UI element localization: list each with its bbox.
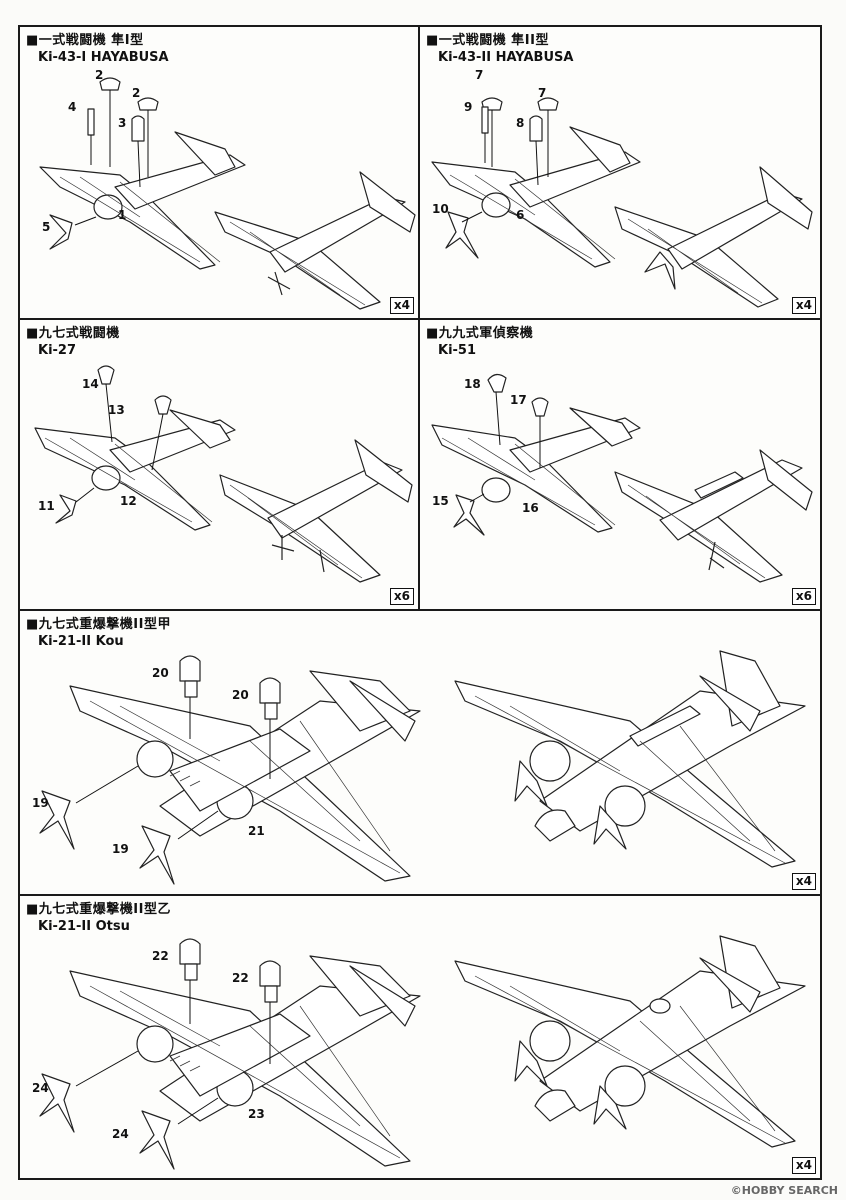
callout-20a: 20 bbox=[152, 666, 169, 680]
callout-2a: 2 bbox=[95, 68, 103, 82]
callout-13: 13 bbox=[108, 403, 125, 417]
panel-ki43-1: ■一式戦闘機 隼I型 Ki-43-I HAYABUSA bbox=[18, 25, 420, 320]
exploded-aircraft bbox=[69, 955, 421, 1167]
callout-10: 10 bbox=[432, 202, 449, 216]
callout-6: 6 bbox=[516, 208, 524, 222]
quantity-badge: x4 bbox=[791, 873, 816, 890]
assembled-aircraft bbox=[614, 166, 813, 308]
bomber-assembly-diagram: 22 22 24 23 24 bbox=[32, 935, 806, 1170]
quantity-badge: x4 bbox=[791, 297, 816, 314]
callout-11: 11 bbox=[38, 499, 55, 513]
panel-title: ■一式戦闘機 隼I型 Ki-43-I HAYABUSA bbox=[26, 32, 169, 66]
exploded-aircraft bbox=[431, 407, 641, 533]
callout-5: 5 bbox=[42, 220, 50, 234]
panel-title: ■九七式重爆撃機II型甲 Ki-21-II Kou bbox=[26, 616, 171, 650]
callout-22b: 22 bbox=[232, 971, 249, 985]
callout-8: 8 bbox=[516, 116, 524, 130]
title-japanese: ■一式戦闘機 隼II型 bbox=[426, 33, 549, 48]
callout-7a: 7 bbox=[475, 68, 483, 82]
callout-17: 17 bbox=[510, 393, 527, 407]
quantity-badge: x6 bbox=[791, 588, 816, 605]
callout-20b: 20 bbox=[232, 688, 249, 702]
panel-ki43-2: ■一式戦闘機 隼II型 Ki-43-II HAYABUSA bbox=[418, 25, 822, 320]
title-japanese: ■九七式重爆撃機II型乙 bbox=[26, 902, 171, 917]
assembled-aircraft bbox=[454, 650, 806, 868]
title-english: Ki-27 bbox=[38, 343, 77, 358]
title-japanese: ■一式戦闘機 隼I型 bbox=[26, 33, 144, 48]
quantity-badge: x4 bbox=[791, 1157, 816, 1174]
panel-title: ■一式戦闘機 隼II型 Ki-43-II HAYABUSA bbox=[426, 32, 573, 66]
fighter-assembly-diagram: 7 7 9 8 10 6 bbox=[431, 68, 813, 308]
exploded-aircraft bbox=[39, 131, 246, 270]
exploded-aircraft bbox=[431, 126, 641, 268]
callout-12: 12 bbox=[120, 494, 137, 508]
callout-19b: 19 bbox=[112, 842, 129, 856]
panel-ki51: ■九九式軍偵察機 Ki-51 bbox=[418, 318, 822, 611]
exploded-aircraft bbox=[69, 670, 421, 882]
fighter-assembly-diagram: 14 13 11 12 bbox=[34, 365, 413, 583]
title-english: Ki-43-I HAYABUSA bbox=[38, 50, 169, 65]
callout-9: 9 bbox=[464, 100, 472, 114]
callout-21: 21 bbox=[248, 824, 265, 838]
title-japanese: ■九九式軍偵察機 bbox=[426, 326, 534, 341]
reconnaissance-assembly-diagram: 18 17 15 16 bbox=[431, 373, 813, 583]
panel-title: ■九七式重爆撃機II型乙 Ki-21-II Otsu bbox=[26, 901, 171, 935]
callout-7b: 7 bbox=[538, 86, 546, 100]
assembled-aircraft bbox=[219, 439, 413, 583]
title-english: Ki-21-II Otsu bbox=[38, 919, 130, 934]
watermark: ©HOBBY SEARCH bbox=[730, 1184, 838, 1197]
title-japanese: ■九七式戦闘機 bbox=[26, 326, 120, 341]
callout-19a: 19 bbox=[32, 796, 49, 810]
callout-18: 18 bbox=[464, 377, 481, 391]
callout-24a: 24 bbox=[32, 1081, 49, 1095]
assembled-aircraft bbox=[454, 935, 806, 1148]
quantity-badge: x4 bbox=[389, 297, 414, 314]
bomber-assembly-diagram: 20 20 19 21 19 bbox=[32, 650, 806, 885]
panel-ki21-otsu: ■九七式重爆撃機II型乙 Ki-21-II Otsu bbox=[18, 894, 822, 1180]
fighter-assembly-diagram: 2 2 4 3 5 1 bbox=[39, 68, 416, 310]
callout-24b: 24 bbox=[112, 1127, 129, 1141]
quantity-badge: x6 bbox=[389, 588, 414, 605]
panel-title: ■九九式軍偵察機 Ki-51 bbox=[426, 325, 533, 359]
callout-23: 23 bbox=[248, 1107, 265, 1121]
callout-22a: 22 bbox=[152, 949, 169, 963]
callout-15: 15 bbox=[432, 494, 449, 508]
callout-14: 14 bbox=[82, 377, 99, 391]
title-english: Ki-21-II Kou bbox=[38, 634, 124, 649]
callout-3: 3 bbox=[118, 116, 126, 130]
panel-title: ■九七式戦闘機 Ki-27 bbox=[26, 325, 120, 359]
callout-2b: 2 bbox=[132, 86, 140, 100]
exploded-aircraft bbox=[34, 409, 236, 531]
title-english: Ki-43-II HAYABUSA bbox=[438, 50, 574, 65]
callout-16: 16 bbox=[522, 501, 539, 515]
title-japanese: ■九七式重爆撃機II型甲 bbox=[26, 617, 171, 632]
panel-ki27: ■九七式戦闘機 Ki-27 14 bbox=[18, 318, 420, 611]
assembled-aircraft bbox=[614, 449, 813, 583]
callout-1: 1 bbox=[118, 208, 126, 222]
title-english: Ki-51 bbox=[438, 343, 477, 358]
panel-ki21-kou: ■九七式重爆撃機II型甲 Ki-21-II Kou bbox=[18, 609, 822, 896]
assembled-aircraft bbox=[214, 171, 416, 310]
callout-4: 4 bbox=[68, 100, 76, 114]
